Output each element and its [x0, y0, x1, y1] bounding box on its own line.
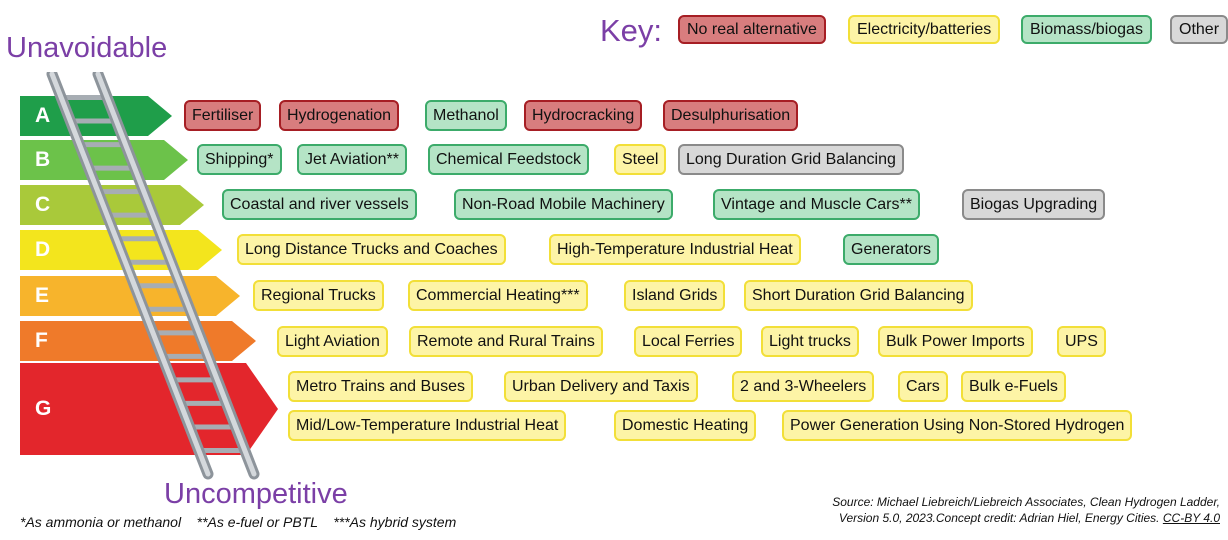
item-2-and-3-wheelers: 2 and 3-Wheelers: [732, 371, 875, 402]
item-jet-aviation: Jet Aviation**: [297, 144, 407, 175]
item-mid-low-temperature-industrial-heat: Mid/Low-Temperature Industrial Heat: [288, 410, 567, 441]
legend-item-biomass-biogas: Biomass/biogas: [1021, 15, 1152, 44]
item-chemical-feedstock: Chemical Feedstock: [428, 144, 589, 175]
grade-letter-b: B: [35, 148, 51, 171]
item-vintage-and-muscle-cars: Vintage and Muscle Cars**: [713, 189, 920, 220]
item-light-trucks: Light trucks: [761, 326, 859, 357]
source-line-2: Version 5.0, 2023.Concept credit: Adrian…: [660, 510, 1220, 526]
item-shipping: Shipping*: [197, 144, 282, 175]
item-cars: Cars: [898, 371, 948, 402]
ladder-illustration: [46, 72, 260, 480]
grade-letter-g: G: [35, 397, 52, 420]
item-biogas-upgrading: Biogas Upgrading: [962, 189, 1106, 220]
item-power-generation-using-non-stored-hydrogen: Power Generation Using Non-Stored Hydrog…: [782, 410, 1133, 441]
item-generators: Generators: [843, 234, 940, 265]
item-long-distance-trucks-and-coaches: Long Distance Trucks and Coaches: [237, 234, 506, 265]
item-bulk-e-fuels: Bulk e-Fuels: [961, 371, 1066, 402]
item-ups: UPS: [1057, 326, 1106, 357]
legend-title: Key:: [600, 13, 663, 48]
license-link[interactable]: CC-BY 4.0: [1162, 511, 1220, 525]
item-steel: Steel: [614, 144, 667, 175]
item-local-ferries: Local Ferries: [634, 326, 743, 357]
item-island-grids: Island Grids: [624, 280, 726, 311]
item-short-duration-grid-balancing: Short Duration Grid Balancing: [744, 280, 973, 311]
ladder-top-label: Unavoidable: [6, 32, 168, 64]
item-long-duration-grid-balancing: Long Duration Grid Balancing: [678, 144, 904, 175]
footnote: *As ammonia or methanol **As e-fuel or P…: [20, 514, 457, 530]
item-bulk-power-imports: Bulk Power Imports: [878, 326, 1033, 357]
item-desulphurisation: Desulphurisation: [663, 100, 799, 131]
item-commercial-heating: Commercial Heating***: [408, 280, 588, 311]
item-metro-trains-and-buses: Metro Trains and Buses: [288, 371, 473, 402]
item-urban-delivery-and-taxis: Urban Delivery and Taxis: [504, 371, 698, 402]
item-regional-trucks: Regional Trucks: [253, 280, 384, 311]
grade-arrow-a: A: [20, 96, 172, 136]
legend-item-electricity-batteries: Electricity/batteries: [848, 15, 1001, 44]
legend-item-no-real-alternative: No real alternative: [678, 15, 826, 44]
grade-arrow-b: B: [20, 140, 188, 180]
item-high-temperature-industrial-heat: High-Temperature Industrial Heat: [549, 234, 801, 265]
item-hydrogenation: Hydrogenation: [279, 100, 400, 131]
grade-letter-f: F: [35, 329, 48, 352]
item-non-road-mobile-machinery: Non-Road Mobile Machinery: [454, 189, 673, 220]
legend-item-other: Other: [1170, 15, 1228, 44]
item-domestic-heating: Domestic Heating: [614, 410, 757, 441]
source-line-2-text: Version 5.0, 2023.Concept credit: Adrian…: [838, 511, 1160, 525]
source-line-1: Source: Michael Liebreich/Liebreich Asso…: [832, 495, 1220, 509]
ladder-bottom-label: Uncompetitive: [164, 478, 348, 510]
grade-letter-a: A: [35, 104, 51, 127]
item-remote-and-rural-trains: Remote and Rural Trains: [409, 326, 603, 357]
item-fertiliser: Fertiliser: [184, 100, 262, 131]
item-hydrocracking: Hydrocracking: [524, 100, 643, 131]
grade-arrow-g: G: [20, 363, 278, 455]
item-light-aviation: Light Aviation: [277, 326, 388, 357]
source-credit: Source: Michael Liebreich/Liebreich Asso…: [660, 494, 1220, 526]
grade-letter-d: D: [35, 238, 51, 261]
item-methanol: Methanol: [425, 100, 507, 131]
grade-letter-e: E: [35, 284, 50, 307]
item-coastal-and-river-vessels: Coastal and river vessels: [222, 189, 417, 220]
grade-letter-c: C: [35, 193, 51, 216]
